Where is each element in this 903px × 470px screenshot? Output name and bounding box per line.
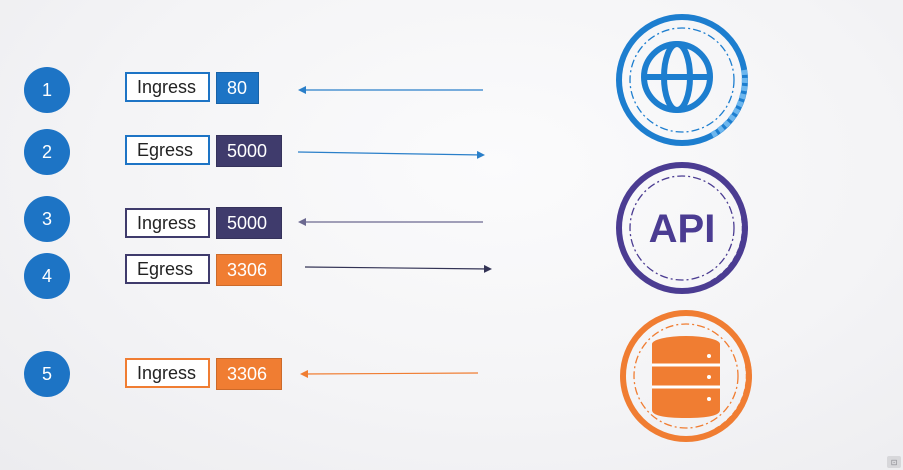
direction-text: Egress	[137, 139, 194, 160]
rule-number: 4	[41, 265, 52, 286]
direction-text: Egress	[137, 258, 194, 279]
direction-text: Ingress	[137, 212, 197, 233]
web-pod	[616, 14, 748, 146]
rule-direction-label: Ingress	[125, 358, 210, 388]
port-text: 3306	[227, 259, 268, 280]
rule-number: 5	[41, 363, 52, 384]
database-icon	[652, 336, 720, 418]
rule-direction-label: Ingress	[125, 208, 210, 238]
rule-number-badge: 4	[24, 253, 70, 299]
direction-text: Ingress	[137, 362, 197, 383]
rule-number: 3	[41, 208, 52, 229]
rule-port-badge: 5000	[216, 207, 282, 239]
api-icon: API	[649, 207, 716, 251]
db-pod	[620, 310, 752, 442]
rule-port-badge: 3306	[216, 358, 282, 390]
ingress-arrow-3306	[300, 369, 479, 378]
port-text: 80	[227, 77, 248, 98]
egress-arrow-3306	[304, 264, 492, 273]
rule-direction-label: Egress	[125, 135, 210, 165]
api-pod: API	[616, 162, 748, 294]
rule-direction-label: Egress	[125, 254, 210, 284]
rule-number: 2	[41, 141, 52, 162]
rule-number-badge: 3	[24, 196, 70, 242]
watermark-logo: ⊡	[887, 456, 901, 468]
port-text: 5000	[227, 212, 268, 233]
direction-text: Ingress	[137, 76, 197, 97]
rule-port-badge: 3306	[216, 254, 282, 286]
port-text: 3306	[227, 363, 268, 384]
egress-arrow-5000	[297, 150, 485, 159]
rule-port-badge: 5000	[216, 135, 282, 167]
rule-number-badge: 1	[24, 67, 70, 113]
rule-port-badge: 80	[216, 72, 259, 104]
port-text: 5000	[227, 140, 268, 161]
rule-number: 1	[41, 79, 52, 100]
globe-icon	[641, 41, 713, 113]
rule-number-badge: 2	[24, 129, 70, 175]
rule-number-badge: 5	[24, 351, 70, 397]
rule-direction-label: Ingress	[125, 72, 210, 102]
